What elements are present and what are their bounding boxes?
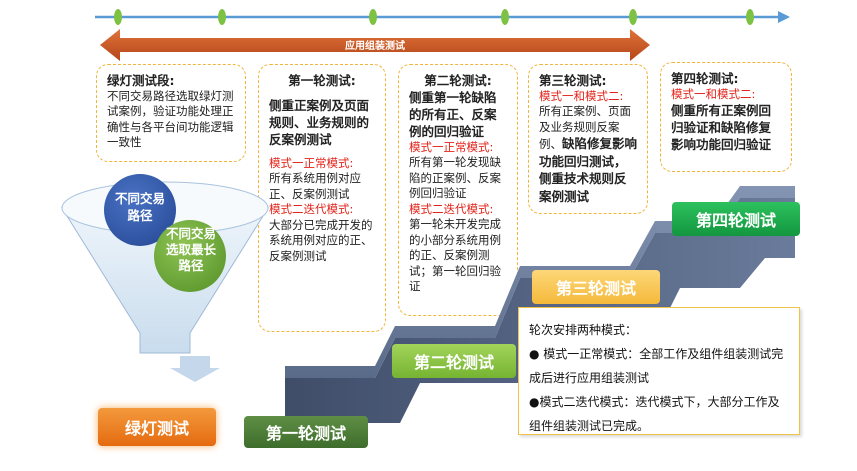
round2-note: 第二轮测试: 侧重第一轮缺陷的所有正、反案例的回归验证 模式一正常模式: 所有第… — [398, 64, 518, 316]
round1-mode1-title: 模式一正常模式: — [269, 155, 354, 170]
round2-mode2-body: 第一轮未开发完成的小部分系统用例的正、反案例测试；第一轮回归验证 — [409, 217, 501, 293]
green-test-title: 绿灯测试段: — [107, 73, 175, 88]
timeline — [95, 9, 790, 25]
legend-title: 轮次安排两种模式： — [529, 323, 638, 337]
round1-mode1-body: 所有系统用例对应正、反案例测试 — [269, 171, 361, 201]
round2-focus: 侧重第一轮缺陷的所有正、反案例的回归验证 — [409, 89, 497, 139]
round1-note: 第一轮测试: 侧重正案例及页面规则、业务规则的反案例测试 模式一正常模式: 所有… — [258, 64, 386, 332]
milestone-6 — [746, 9, 754, 25]
green-test-note: 绿灯测试段: 不同交易路径选取绿灯测试案例，验证功能处理正确性与各平台间功能逻辑… — [96, 64, 246, 162]
green-test-body: 不同交易路径选取绿灯测试案例，验证功能处理正确性与各平台间功能逻辑一致性 — [107, 88, 234, 150]
round3-title: 第三轮测试: — [539, 73, 607, 88]
funnel — [60, 174, 270, 382]
assembly-test-arrow — [100, 29, 650, 61]
milestone-4 — [501, 9, 509, 25]
round3-bold-text: 缺陷修复影响功能回归测试，侧重技术规则反案例测试 — [539, 136, 638, 204]
round2-title: 第二轮测试: — [424, 73, 492, 88]
round1-mode2-body: 大部分已完成开发的系统用例对应的正、反案例测试 — [269, 217, 373, 263]
milestone-3 — [369, 9, 377, 25]
circle-longest — [154, 220, 226, 292]
round3-note: 第三轮测试: 模式一和模式二: 所有正案例、页面及业务规则反案例、缺陷修复影响功… — [528, 64, 648, 214]
circle1-label: 不同交易路径 — [114, 191, 165, 223]
stair-label-round3: 第三轮测试 — [532, 270, 660, 304]
milestone-5 — [629, 9, 637, 25]
mode-legend: 轮次安排两种模式： ● 模式一正常模式：全部工作及组件组装测试完成后进行应用组装… — [518, 307, 800, 435]
stair-label-green: 绿灯测试 — [98, 408, 216, 446]
round4-mode-title: 模式一和模式二: — [671, 86, 756, 101]
circle2-label: 不同交易选取最长路径 — [165, 226, 216, 273]
stair-label-round4: 第四轮测试 — [672, 202, 800, 236]
round2-mode1-body: 所有第一轮发现缺陷的正案例、反案例回归验证 — [409, 155, 501, 200]
round1-focus: 侧重正案例及页面规则、业务规则的反案例测试 — [269, 97, 370, 147]
round2-mode1-title: 模式一正常模式: — [409, 139, 494, 154]
round1-title: 第一轮测试: — [288, 73, 356, 88]
round4-note: 第四轮测试: 模式一和模式二: 侧重所有正案例回归验证和缺陷修复影响功能回归验证 — [660, 62, 792, 172]
legend-item-2: ●模式二迭代模式：迭代模式下，大部分工作及组件组装测试已完成。 — [529, 395, 780, 433]
stair-label-round2: 第二轮测试 — [392, 344, 516, 378]
arrow-label: 应用组装测试 — [345, 41, 405, 52]
round1-mode2-title: 模式二迭代模式: — [269, 202, 354, 216]
round3-plain: 所有正案例、页面及业务规则反案例、缺陷修复影响功能回归测试，侧重技术规则反案例测… — [539, 104, 637, 205]
round2-mode2-title: 模式二迭代模式: — [409, 201, 494, 216]
round3-mode-title: 模式一和模式二: — [539, 88, 624, 103]
circle-paths — [104, 174, 176, 246]
milestone-1 — [114, 9, 122, 25]
stair-label-round1: 第一轮测试 — [244, 416, 368, 448]
round4-bold: 侧重所有正案例回归验证和缺陷修复影响功能回归验证 — [671, 103, 772, 152]
legend-item-1: ● 模式一正常模式：全部工作及组件组装测试完成后进行应用组装测试 — [529, 347, 784, 385]
round4-title: 第四轮测试: — [671, 71, 739, 86]
round3-plain-text: 所有正案例、页面及业务规则反案例、 — [539, 104, 631, 151]
milestone-2 — [218, 9, 226, 25]
